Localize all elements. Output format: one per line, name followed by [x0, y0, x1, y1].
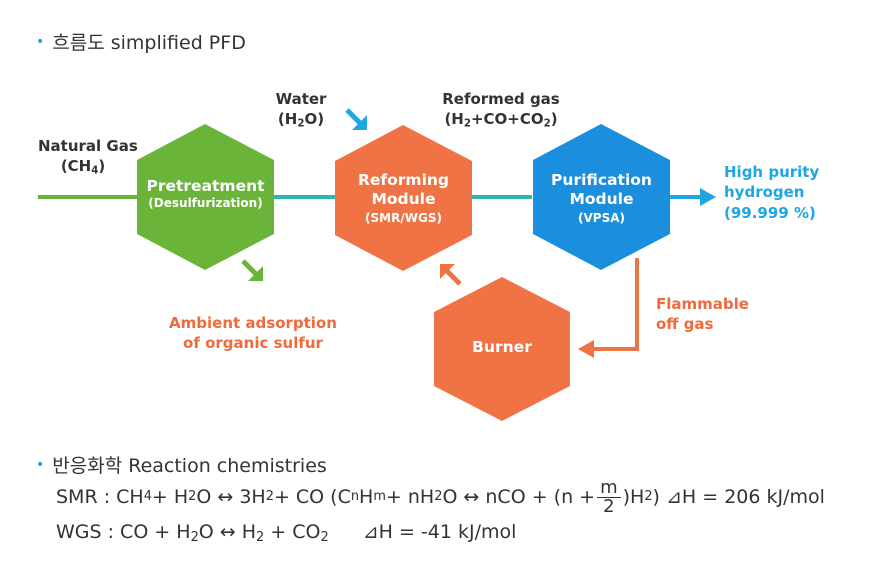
wgs-enthalpy: ⊿H = -41 kJ/mol [362, 521, 517, 543]
purification-hexagon [533, 124, 670, 270]
hydrogen-purity: (99.999 %) [724, 203, 816, 222]
bullet-icon: • [36, 33, 45, 50]
pretreatment-title: Pretreatment [146, 177, 265, 195]
purification-title-2: Module [569, 189, 634, 208]
reformed-gas-text: Reformed gas [442, 90, 560, 108]
wgs-sub: 2 [320, 530, 329, 546]
water-in-arrow-icon [345, 108, 367, 130]
smr-text: O ↔ nCO + (n + [442, 486, 596, 508]
sulfur-line1: Ambient adsorption [169, 314, 337, 332]
off-gas-line [592, 258, 639, 351]
natural-gas-text: Natural Gas [38, 137, 138, 155]
reforming-title-2: Module [371, 189, 436, 208]
ch4-formula: CH [67, 157, 92, 176]
reactions-heading: • 반응화학 Reaction chemistries [36, 451, 327, 478]
sulfur-out-arrow-icon [241, 259, 263, 281]
smr-text: ) ⊿H = 206 kJ/mol [652, 486, 825, 508]
h2o-subscript: 2 [297, 118, 305, 130]
smr-text: + nH [385, 486, 435, 508]
purification-subtitle: (VPSA) [578, 211, 625, 226]
h2o-formula-o: O [304, 110, 318, 129]
wgs-equation: WGS : CO + H2O ↔ H2 + CO2⊿H = -41 kJ/mol [56, 521, 517, 546]
purification-module: Purification Module (VPSA) [533, 171, 670, 226]
reformed-gas-formula-part: +CO+CO [470, 110, 544, 129]
pretreatment-subtitle: (Desulfurization) [148, 195, 263, 210]
sulfur-line2: of organic sulfur [183, 334, 323, 353]
fraction-denominator: 2 [603, 495, 615, 517]
pfd-heading: • 흐름도 simplified PFD [36, 28, 246, 55]
reforming-title: Reforming [357, 171, 450, 189]
off-gas-arrow-icon [578, 340, 594, 358]
wgs-text: + CO [264, 521, 321, 543]
hydrogen-output-label: High purity hydrogen (99.999 %) [724, 162, 819, 223]
off-gas-label: Flammable off gas [656, 294, 749, 335]
natural-gas-label: Natural Gas (CH4) [38, 137, 138, 177]
wgs-sub: 2 [190, 530, 199, 546]
reforming-hexagon [335, 125, 472, 271]
hydrogen-line1: High purity [724, 163, 820, 181]
water-label: Water (H2O) [270, 89, 332, 130]
h2o-formula-h: H [284, 110, 298, 129]
hydrogen-line2: hydrogen [724, 183, 805, 202]
burner-to-reforming-arrow-icon [440, 264, 462, 286]
smr-text: + H [151, 486, 189, 508]
bullet-icon: • [36, 456, 45, 473]
off-gas-line2: off gas [656, 315, 714, 334]
burner-hexagon [434, 277, 570, 421]
reformed-gas-formula-part: (H [444, 110, 464, 129]
pretreatment-module: Pretreatment (Desulfurization) [137, 177, 274, 210]
smr-text: SMR : CH [56, 486, 144, 508]
reformed-gas-sub: 2 [463, 118, 471, 130]
ch4-subscript: 4 [91, 165, 99, 177]
reforming-module: Reforming Module (SMR/WGS) [335, 171, 472, 226]
water-text: Water [275, 90, 327, 108]
smr-text: H [359, 486, 374, 508]
reformed-gas-formula-part: ) [550, 110, 558, 129]
sulfur-adsorption-label: Ambient adsorption of organic sulfur [160, 313, 346, 354]
smr-text: )H [622, 486, 645, 508]
wgs-text: WGS : CO + H [56, 521, 191, 543]
smr-text: + CO (C [273, 486, 351, 508]
hydrogen-arrow-icon [700, 188, 716, 206]
reactions-heading-text: 반응화학 Reaction chemistries [52, 455, 327, 477]
smr-text: O ↔ 3H [196, 486, 266, 508]
reforming-subtitle: (SMR/WGS) [365, 211, 442, 226]
off-gas-line1: Flammable [656, 295, 749, 313]
wgs-text: O ↔ H [198, 521, 257, 543]
pfd-heading-text: 흐름도 simplified PFD [52, 32, 246, 54]
fraction-numerator: m [597, 478, 621, 498]
pretreatment-hexagon [137, 124, 274, 270]
burner-module: Burner [472, 338, 532, 356]
wgs-sub: 2 [256, 530, 265, 546]
reformed-gas-label: Reformed gas (H2+CO+CO2) [430, 89, 572, 130]
purification-title: Purification [551, 171, 652, 189]
reformed-gas-sub: 2 [543, 118, 551, 130]
